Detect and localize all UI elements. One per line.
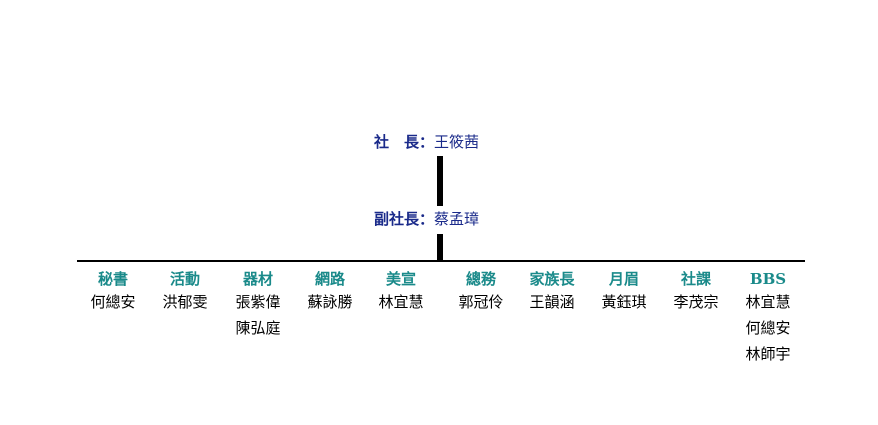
department-bar — [77, 260, 805, 262]
vice-president-colon: ： — [419, 210, 435, 228]
department-member: 何總安 — [90, 293, 136, 311]
president-name: 王筱茜 — [434, 133, 480, 151]
president-label: 社 長：王筱茜 — [374, 133, 479, 151]
department-name: 秘書 — [97, 270, 128, 288]
department-name: 美宣 — [385, 270, 416, 288]
department-activities: 活動 洪郁雯 — [150, 269, 220, 315]
department-name: 網路 — [314, 270, 345, 288]
connector-vice-departments — [437, 234, 443, 262]
department-name: 月眉 — [608, 270, 639, 288]
department-member: 蘇詠勝 — [307, 293, 353, 311]
department-name: 社課 — [680, 270, 711, 288]
department-yuemei: 月眉 黃鈺琪 — [589, 269, 659, 315]
department-name: 器材 — [242, 270, 273, 288]
president-role: 社 長 — [374, 133, 420, 151]
department-general-affairs: 總務 郭冠伶 — [446, 269, 516, 315]
connector-president-vice — [437, 156, 443, 206]
department-art: 美宣 林宜慧 — [366, 269, 436, 315]
department-member: 陳弘庭 — [235, 319, 281, 337]
vice-president-name: 蔡孟璋 — [434, 210, 480, 228]
department-member: 林宜慧 — [378, 293, 424, 311]
department-member: 何總安 — [745, 319, 791, 337]
department-member: 張紫偉 — [235, 293, 281, 311]
department-name: BBS — [749, 270, 787, 288]
department-network: 網路 蘇詠勝 — [295, 269, 365, 315]
department-name: 家族長 — [529, 270, 575, 288]
vice-president-role: 副社長 — [374, 210, 420, 228]
department-equipment: 器材 張紫偉 陳弘庭 — [223, 269, 293, 341]
department-member: 黃鈺琪 — [601, 293, 647, 311]
department-member: 林宜慧 — [745, 293, 791, 311]
department-member: 洪郁雯 — [162, 293, 208, 311]
department-name: 總務 — [465, 270, 496, 288]
vice-president-label: 副社長：蔡孟璋 — [374, 210, 479, 228]
department-member: 李茂宗 — [673, 293, 719, 311]
department-name: 活動 — [169, 270, 200, 288]
department-member: 郭冠伶 — [458, 293, 504, 311]
president-colon: ： — [419, 133, 435, 151]
department-secretary: 秘書 何總安 — [78, 269, 148, 315]
department-member: 王韻涵 — [529, 293, 575, 311]
department-bbs: BBS 林宜慧 何總安 林師宇 — [733, 269, 803, 367]
department-member: 林師宇 — [745, 345, 791, 363]
department-family-head: 家族長 王韻涵 — [517, 269, 587, 315]
department-club-class: 社課 李茂宗 — [661, 269, 731, 315]
